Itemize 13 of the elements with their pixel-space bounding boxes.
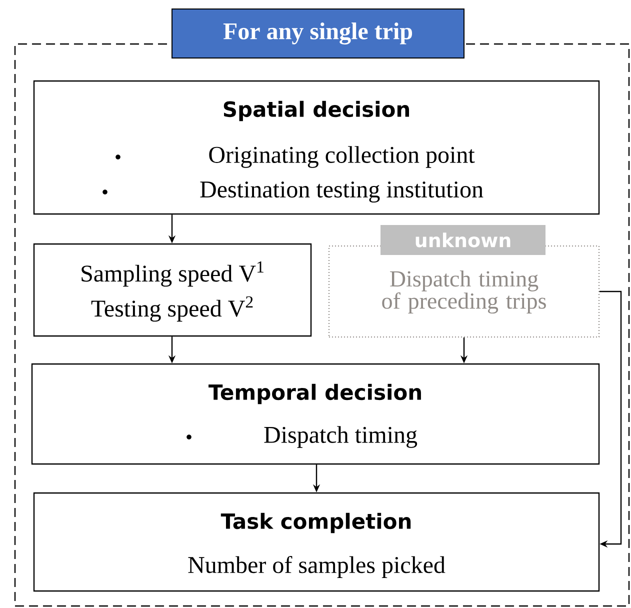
heading: Task completion [220,512,411,534]
body-text: Testing speed V$^{2}$ [91,296,253,322]
bullet-item: Dispatch timing [264,426,418,448]
body-text: Sampling speed V$^{1}$ [82,261,264,287]
bullet-item: Destination testing institution [200,181,484,203]
arrow [600,290,622,548]
title-tab: For any single trip [172,8,464,58]
body-text: Dispatch timing of preceding trips [382,270,546,314]
bullet-item: Originating collection point [209,146,475,168]
heading: Temporal decision [208,384,421,404]
heading: Spatial decision [224,100,409,122]
body-text: Number of samples picked [188,556,446,578]
unknown-tag: unknown [380,225,546,255]
